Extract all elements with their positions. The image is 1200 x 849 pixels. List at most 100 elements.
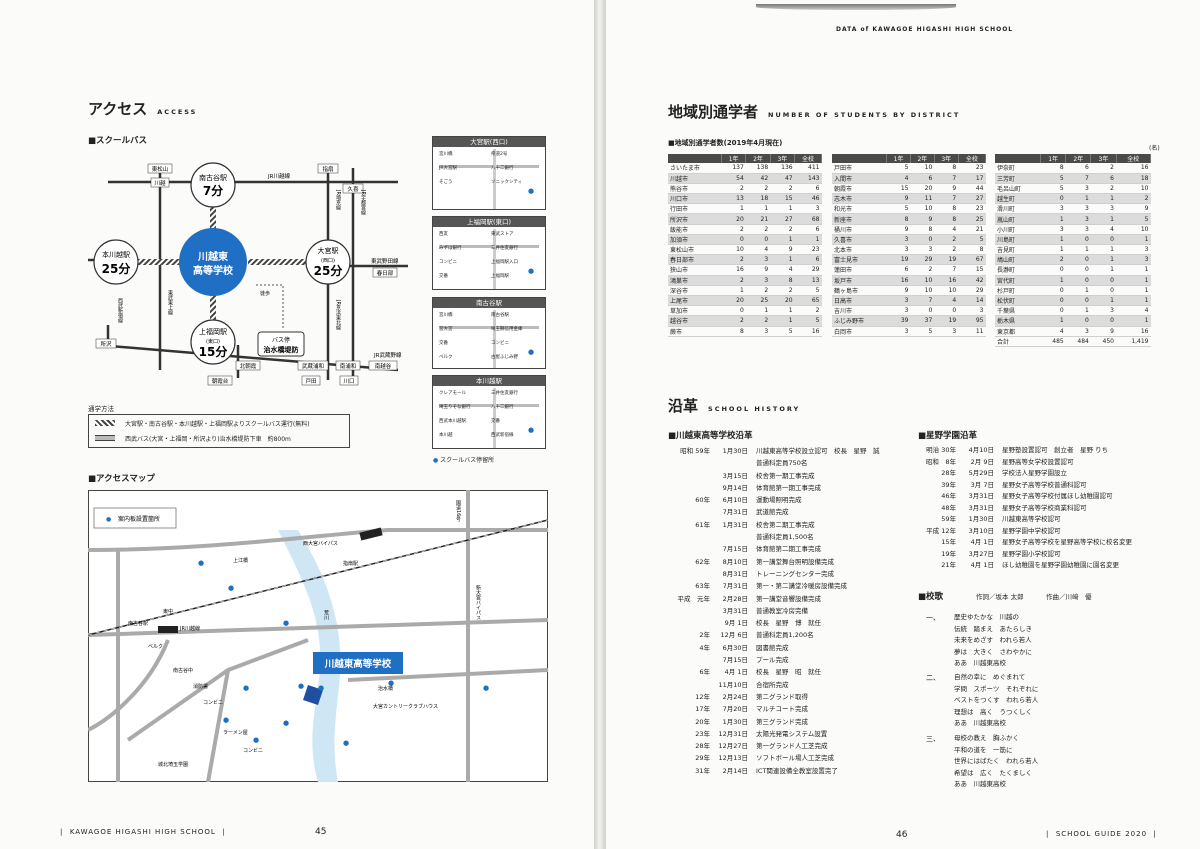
count-cell: 9	[1116, 203, 1151, 215]
history-event: トレーニングセンター完成	[756, 569, 834, 578]
count-cell: 9	[886, 285, 911, 296]
count-cell: 3	[1040, 224, 1066, 235]
history-year: 明治 30年	[926, 446, 956, 454]
history-date: 3月31日	[968, 492, 994, 500]
count-cell: 4	[1040, 326, 1066, 337]
count-cell: 2	[721, 315, 746, 327]
count-cell: 0	[1040, 264, 1066, 276]
count-cell: 4	[1116, 305, 1151, 317]
history-event: 図書館完成	[756, 643, 789, 652]
history-year: 29年	[695, 754, 710, 763]
history-year	[668, 679, 710, 691]
school-label-box	[313, 652, 403, 674]
svg-text:25分: 25分	[102, 261, 131, 276]
left-page-number: 45	[315, 827, 327, 837]
count-cell: 10	[934, 285, 959, 296]
count-cell: 1	[721, 203, 746, 215]
count-cell: 11	[958, 326, 986, 337]
history-event: 星野女子高等学校商業科認可	[1002, 503, 1087, 512]
history-event: マルチコート完成	[756, 705, 808, 714]
mini-map-3: 本川越駅クレアモール三井住友銀行埼玉りそな銀行八十二銀行西武本川越駅交番本川越西…	[432, 375, 546, 449]
lyric-line: 平和の道を 一筋に	[954, 745, 1013, 754]
history-year: 46年	[941, 492, 956, 500]
count-cell: 7	[1065, 173, 1091, 184]
history-date: 7月15日	[722, 545, 748, 554]
svg-text:7分: 7分	[203, 183, 223, 198]
count-cell: 10	[1116, 183, 1151, 195]
svg-text:春日部: 春日部	[377, 269, 394, 277]
svg-text:上福岡駅: 上福岡駅	[199, 327, 227, 336]
column-header: 1年	[1040, 154, 1067, 163]
lyric-line: ベストをつくす われら若人	[954, 696, 1039, 704]
count-cell: 10	[910, 275, 935, 286]
column-header: 1年	[886, 154, 911, 163]
history-date: 8月10日	[722, 557, 748, 566]
history-event: 第一講堂音響設備完成	[756, 594, 821, 603]
count-cell: 4	[745, 244, 771, 256]
history-event: 星野学園小学校認可	[1002, 549, 1061, 558]
district-name: 狭山市	[668, 264, 722, 276]
count-cell: 136	[770, 163, 795, 174]
mini-map-label: 宮川橋	[439, 313, 453, 318]
count-cell: 27	[770, 213, 795, 225]
svg-text:JR京浜東北線: JR京浜東北線	[335, 299, 341, 330]
svg-text:15分: 15分	[199, 344, 228, 359]
count-cell: 2	[770, 183, 795, 195]
bus-stop-legend: ● スクールバス停留所	[433, 457, 495, 464]
count-cell: 5	[1040, 173, 1066, 184]
count-cell: 0	[1065, 264, 1091, 276]
count-cell: 9	[770, 244, 795, 256]
mini-map-label: 交番	[439, 274, 448, 279]
history-date: 9月14日	[722, 483, 748, 492]
column-header: 全校	[1116, 154, 1151, 163]
count-cell: 7	[934, 193, 959, 205]
svg-text:●: ●	[388, 679, 394, 687]
count-cell: 11	[910, 193, 935, 205]
svg-text:25分: 25分	[314, 263, 343, 278]
district-name: 鳩山町	[995, 254, 1041, 266]
history-year: 60年	[695, 496, 710, 505]
history-date: 7月20日	[722, 705, 748, 714]
svg-text:JR川越線: JR川越線	[267, 172, 290, 180]
count-cell: 18	[1116, 173, 1151, 184]
mini-map-label: 西友	[439, 232, 448, 237]
history-year	[668, 543, 710, 555]
count-cell: 27	[958, 193, 986, 205]
count-cell: 3	[958, 305, 986, 317]
history-date: 7月15日	[722, 656, 748, 665]
history-date: 4月 1日	[724, 668, 748, 677]
count-cell: 4	[934, 295, 959, 307]
history-event: ソフトボール場人工芝完成	[756, 754, 834, 763]
mini-map-label: 県道2号	[491, 152, 508, 157]
mini-map-label: 三井住友銀行	[491, 391, 518, 396]
column-header	[832, 154, 888, 163]
mini-map-label: JR大宮駅	[439, 166, 457, 171]
history-year: 4年	[699, 643, 710, 652]
mini-map-title: 大宮駅(西口)	[433, 137, 545, 147]
district-name: 春日部市	[668, 254, 722, 266]
district-name: 熊谷市	[668, 183, 722, 195]
count-cell: 5	[886, 163, 911, 174]
count-cell: 2	[770, 285, 795, 296]
mini-map-label: 交番	[491, 419, 500, 424]
history-date: 1月31日	[722, 520, 748, 529]
count-cell: 16	[794, 326, 822, 337]
mini-map-label: クレアモール	[439, 391, 466, 396]
count-cell: 3	[745, 275, 771, 286]
history-date: 2月 9日	[970, 457, 994, 466]
count-cell: 4	[886, 173, 911, 184]
